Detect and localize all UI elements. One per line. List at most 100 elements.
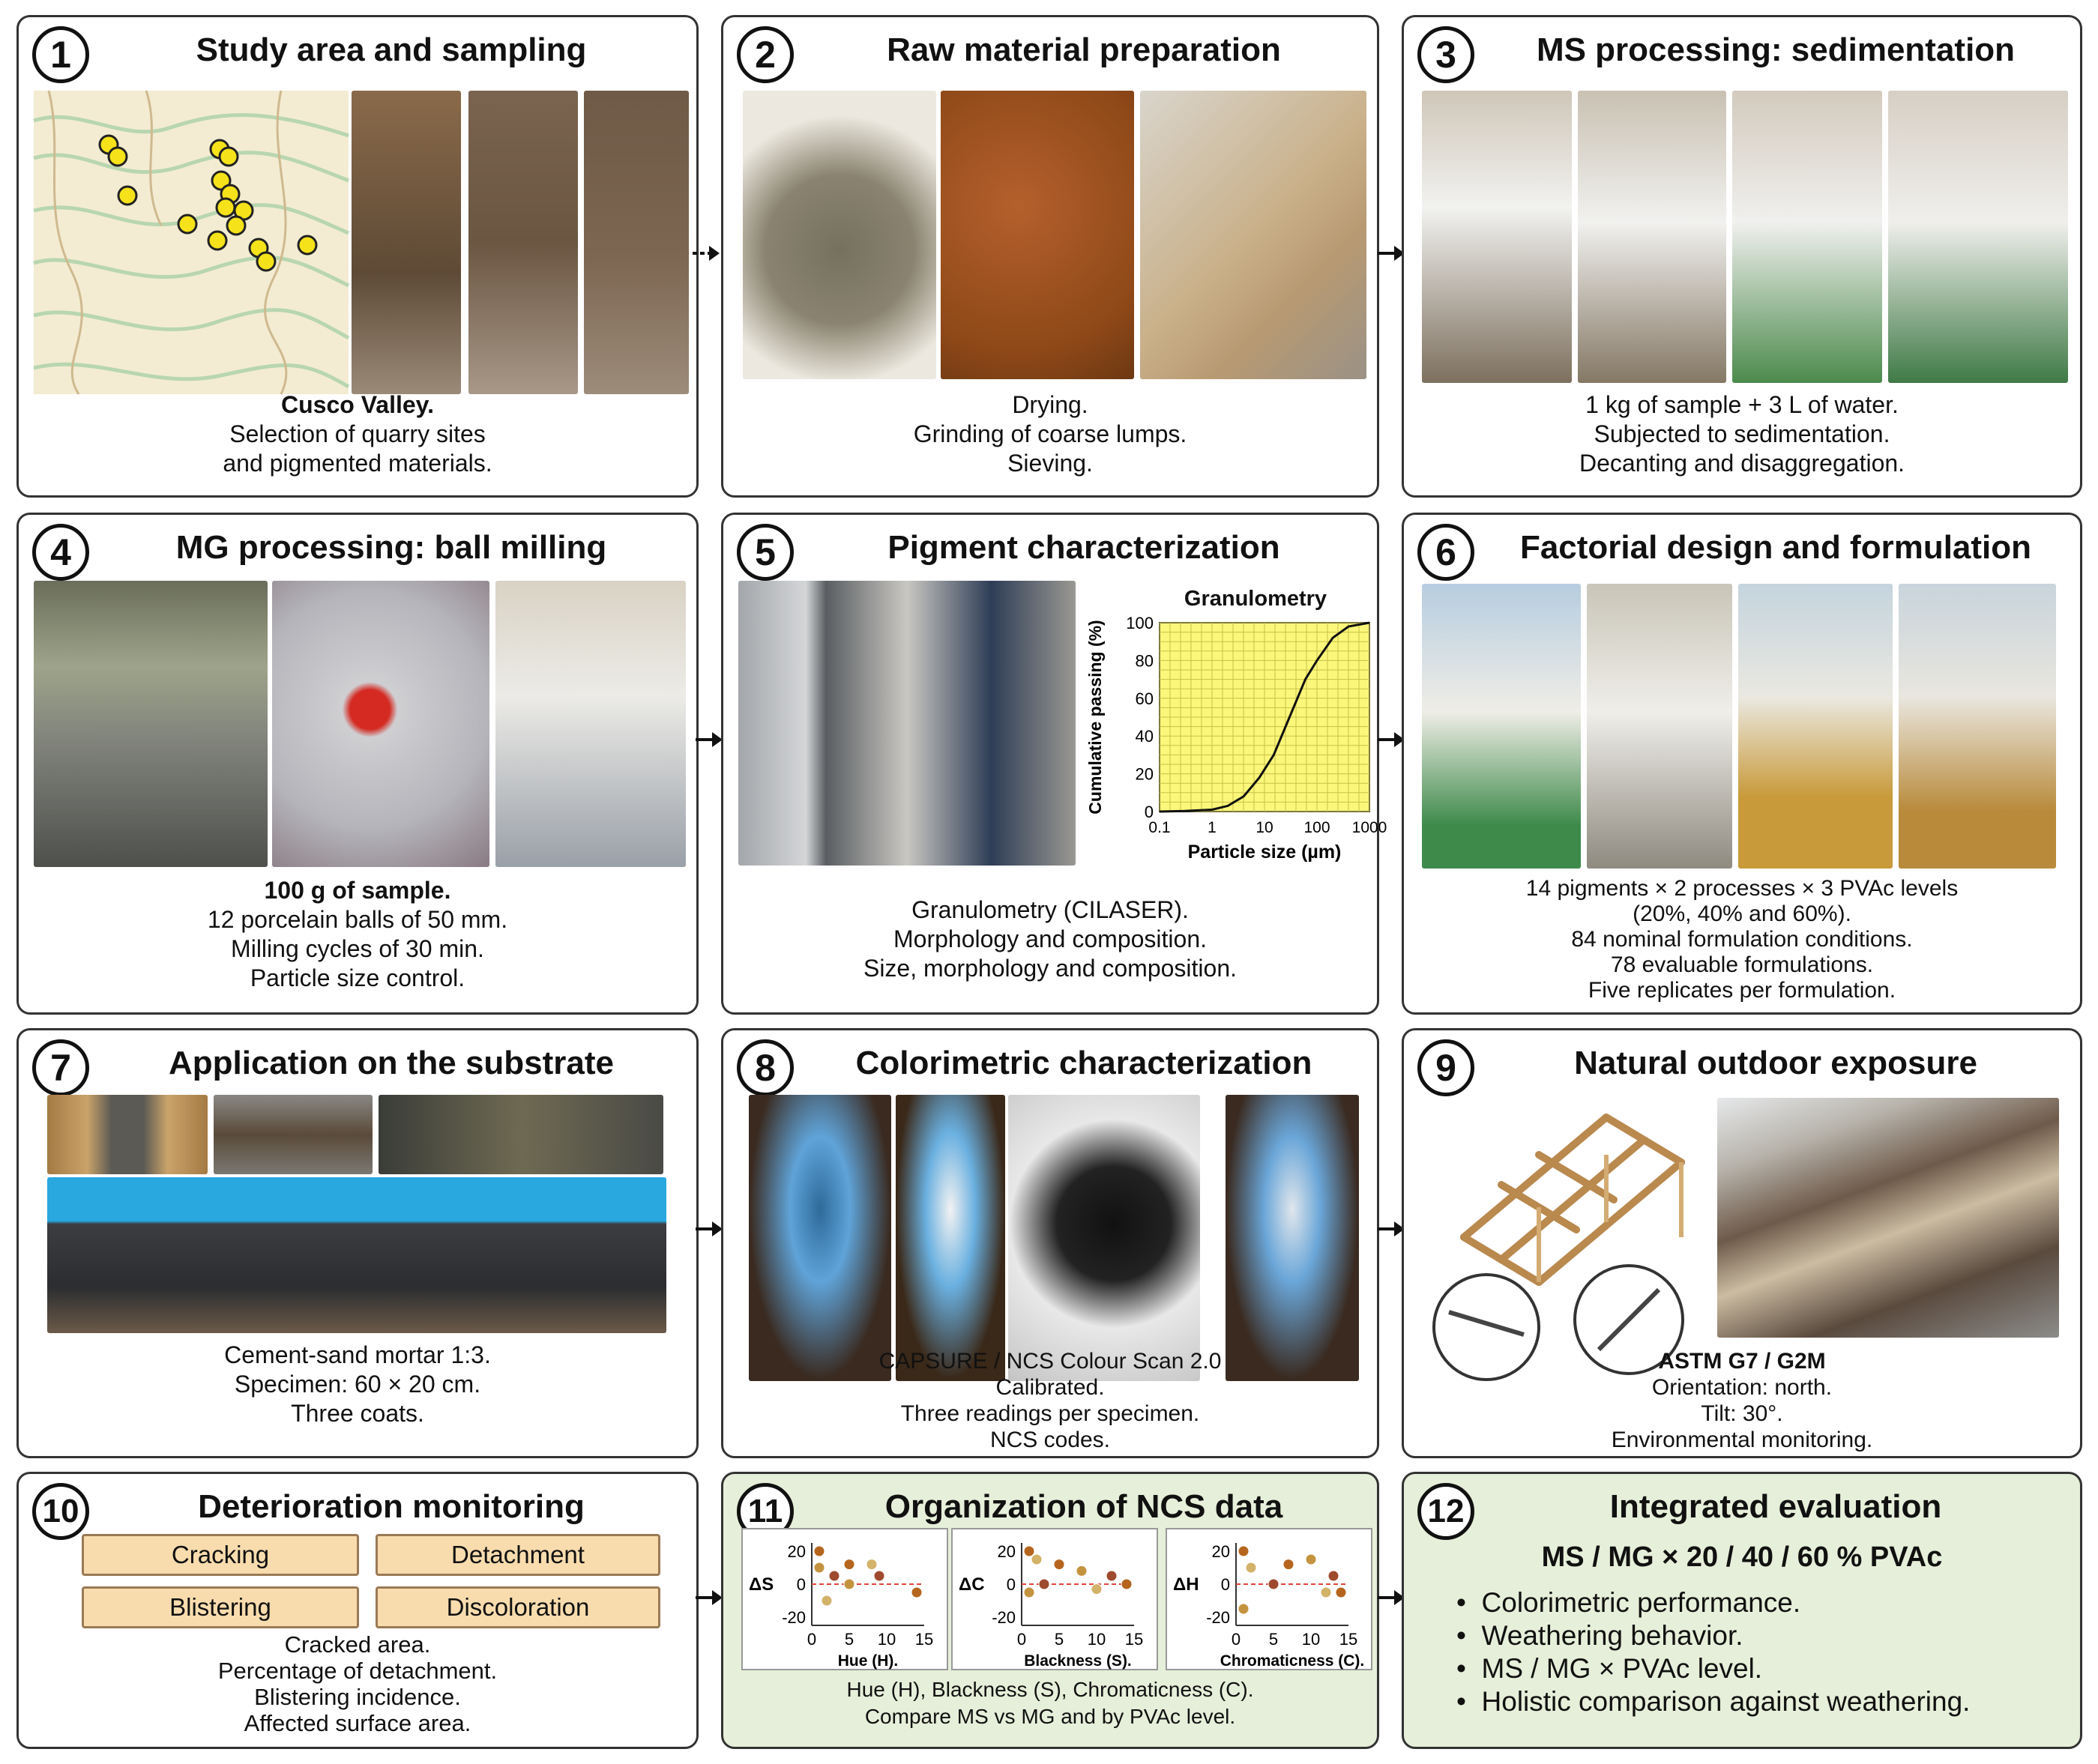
scanner-handheld-photo bbox=[1008, 1095, 1200, 1381]
x-tick-label: 0 bbox=[807, 1630, 816, 1649]
chip-detachment: Detachment bbox=[376, 1534, 660, 1576]
data-point bbox=[866, 1559, 878, 1571]
step-number: 3 bbox=[1417, 26, 1474, 83]
evaluation-bullets: • Colorimetric performance. • Weathering… bbox=[1456, 1586, 1970, 1718]
caption-line: Environmental monitoring. bbox=[1611, 1428, 1873, 1452]
data-point bbox=[1335, 1586, 1347, 1598]
data-point bbox=[828, 1570, 840, 1582]
y-axis-label: Cumulative passing (%) bbox=[1085, 620, 1105, 814]
step-number: 10 bbox=[32, 1483, 89, 1540]
evaluation-subtitle: MS / MG × 20 / 40 / 60 % PVAc bbox=[1541, 1541, 1943, 1573]
x-tick-label: 10 bbox=[1302, 1630, 1320, 1649]
flow-arrow bbox=[1378, 1220, 1405, 1238]
step-number: 6 bbox=[1417, 524, 1474, 581]
data-point bbox=[1038, 1578, 1050, 1590]
mortar-slab-photo bbox=[379, 1095, 663, 1174]
panel-title: Pigment characterization bbox=[887, 529, 1280, 566]
data-point bbox=[843, 1578, 855, 1590]
x-tick-label: 15 bbox=[915, 1630, 933, 1649]
y-tick-label: 20 bbox=[1212, 1542, 1230, 1561]
caption-line: Five replicates per formulation. bbox=[1588, 978, 1896, 1003]
formulation-photo bbox=[1899, 584, 2056, 869]
caption-line: Grinding of coarse lumps. bbox=[913, 420, 1187, 447]
exposure-rack-drawing bbox=[1432, 1114, 1685, 1381]
bullet-item: • Weathering behavior. bbox=[1456, 1620, 1743, 1651]
panel-outdoor-exposure: 9 Natural outdoor exposure ASTM G7 / G2M… bbox=[1402, 1028, 2082, 1458]
panel-pigment-characterization: 5 Pigment characterization Granulometry … bbox=[721, 513, 1387, 1015]
panel-raw-material: 2 Raw material preparation Drying. Grind… bbox=[721, 15, 1379, 498]
technician-mill-photo bbox=[495, 581, 686, 867]
x-tick-label: 15 bbox=[1339, 1630, 1357, 1649]
caption-line: NCS codes. bbox=[989, 1428, 1111, 1452]
panel-caption: Cracked area. Percentage of detachment. … bbox=[26, 1631, 689, 1736]
caption-line: Cracked area. bbox=[284, 1631, 431, 1658]
exposure-rack-photo bbox=[1717, 1098, 2059, 1338]
caption-line: Three readings per specimen. bbox=[900, 1401, 1200, 1426]
flow-arrow bbox=[696, 1589, 723, 1607]
data-point bbox=[1091, 1583, 1103, 1595]
data-point bbox=[1305, 1553, 1317, 1565]
step-number: 7 bbox=[32, 1039, 89, 1096]
y-tick-label: 20 bbox=[788, 1542, 806, 1561]
data-point bbox=[1245, 1562, 1257, 1574]
caption-line: Calibrated. bbox=[995, 1375, 1105, 1400]
panel-factorial-design: 6 Factorial design and formulation 14 pi… bbox=[1402, 513, 2082, 1015]
caption-line: Selection of quarry sites bbox=[229, 420, 486, 447]
x-tick-label: 0.1 bbox=[1148, 819, 1170, 836]
panel-caption: Granulometry (CILASER). Morphology and c… bbox=[731, 895, 1369, 983]
lab-sedimentation-photo bbox=[1732, 91, 1882, 383]
bullet-item: • MS / MG × PVAc level. bbox=[1456, 1653, 1763, 1684]
x-tick-label: 10 bbox=[1088, 1630, 1106, 1649]
mold-frame-photo bbox=[47, 1095, 208, 1174]
caption-line: Percentage of detachment. bbox=[217, 1658, 498, 1684]
chip-blistering: Blistering bbox=[82, 1586, 359, 1628]
flow-arrow bbox=[693, 244, 720, 262]
panel-caption: 14 pigments × 2 processes × 3 PVAc level… bbox=[1411, 876, 2073, 1003]
caption-line: Three coats. bbox=[291, 1400, 424, 1427]
panel-integrated-evaluation: 12 Integrated evaluation MS / MG × 20 / … bbox=[1402, 1472, 2082, 1749]
bullet-item: • Colorimetric performance. bbox=[1456, 1587, 1801, 1618]
caption-line: 12 porcelain balls of 50 mm. bbox=[207, 906, 508, 933]
panel-caption: 1 kg of sample + 3 L of water. Subjected… bbox=[1411, 390, 2073, 478]
x-tick-label: 10 bbox=[878, 1630, 896, 1649]
lab-sedimentation-photo bbox=[1578, 91, 1726, 383]
panel-caption: 100 g of sample. 12 porcelain balls of 5… bbox=[26, 876, 689, 993]
caption-line: Specimen: 60 × 20 cm. bbox=[234, 1371, 481, 1398]
caption-line: Milling cycles of 30 min. bbox=[231, 935, 484, 962]
data-point bbox=[1238, 1545, 1250, 1557]
panel-title: Deterioration monitoring bbox=[198, 1488, 585, 1525]
y-tick-label: 0 bbox=[1145, 803, 1154, 821]
y-tick-label: -20 bbox=[992, 1608, 1016, 1627]
caption-line: CAPSURE / NCS Colour Scan 2.0 bbox=[878, 1349, 1222, 1374]
caption-line: Orientation: north. bbox=[1651, 1375, 1833, 1400]
panel-caption: Hue (H), Blackness (S), Chromaticness (C… bbox=[731, 1676, 1369, 1730]
panel-ms-sedimentation: 3 MS processing: sedimentation 1 kg of s… bbox=[1402, 15, 2082, 498]
bullet-text: Weathering behavior. bbox=[1481, 1620, 1743, 1651]
caption-line: Affected surface area. bbox=[244, 1710, 471, 1736]
x-tick-label: 0 bbox=[1017, 1630, 1026, 1649]
caption-line: Decanting and disaggregation. bbox=[1579, 450, 1905, 477]
panel-study-area: 1 Study area and sampling bbox=[16, 15, 699, 498]
data-point bbox=[1106, 1570, 1118, 1582]
caption-line: Compare MS vs MG and by PVAc level. bbox=[864, 1705, 1236, 1728]
flow-arrow bbox=[1378, 731, 1405, 749]
data-point bbox=[1076, 1565, 1088, 1577]
panel-colorimetric: 8 Colorimetric characterization CAPSURE … bbox=[721, 1028, 1379, 1458]
y-axis-label: ΔH bbox=[1173, 1574, 1199, 1595]
data-point bbox=[843, 1559, 855, 1571]
bullet-item: • Holistic comparison against weathering… bbox=[1456, 1686, 1971, 1717]
quarry-photo bbox=[584, 91, 689, 394]
y-axis-label: ΔC bbox=[959, 1574, 985, 1595]
formulation-photo bbox=[1738, 584, 1893, 869]
x-tick-label: 1 bbox=[1208, 819, 1217, 836]
chip-discoloration: Discoloration bbox=[376, 1586, 660, 1628]
lab-sedimentation-photo bbox=[1422, 91, 1572, 383]
lab-sedimentation-photo bbox=[1888, 91, 2068, 383]
red-soil-photo bbox=[941, 91, 1134, 379]
panel-caption: ASTM G7 / G2M Orientation: north. Tilt: … bbox=[1411, 1348, 2073, 1453]
caption-line: Tilt: 30°. bbox=[1701, 1401, 1783, 1426]
y-tick-label: 40 bbox=[1136, 727, 1154, 746]
